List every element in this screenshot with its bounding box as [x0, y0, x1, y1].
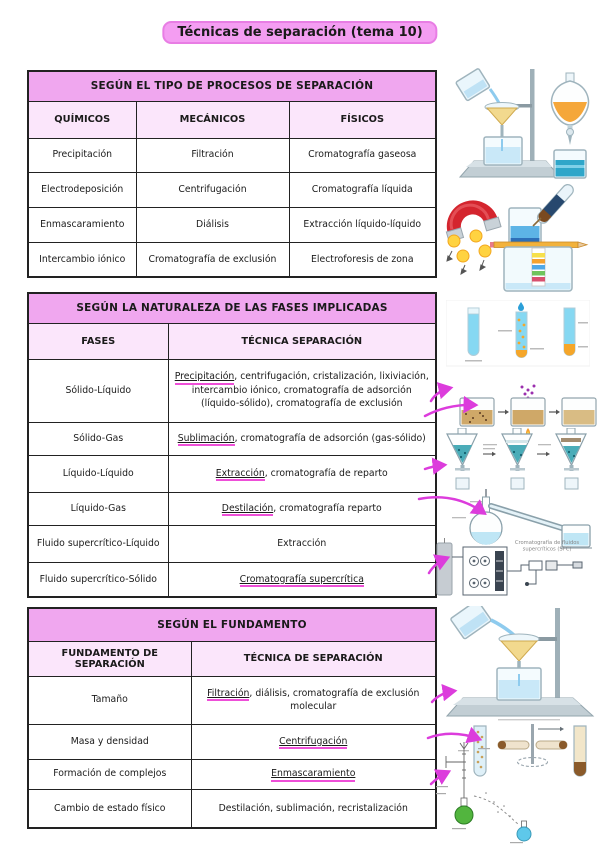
- highlighted-term: Cromatografía supercrítica: [239, 573, 364, 588]
- phase-cell: Fluido supercrítico-Sólido: [27, 561, 169, 598]
- table-row: Líquido-Líquido Extracción, cromatografí…: [27, 454, 437, 493]
- table-procesos: SEGÚN EL TIPO DE PROCESOS DE SEPARACIÓN …: [27, 70, 438, 278]
- column-header: FÍSICOS: [288, 100, 437, 139]
- table-row: Formación de complejos Enmascaramiento: [27, 758, 437, 790]
- sfc-caption-line1: Cromatografía de fluidos: [515, 539, 580, 546]
- technique-cell: Extracción: [167, 524, 437, 563]
- table-row: Tamaño Filtración, diálisis, cromatograf…: [27, 675, 437, 725]
- technique-text: , centrifugación, cristalización, lixivi…: [191, 371, 429, 410]
- column-header: TÉCNICA SEPARACIÓN: [167, 322, 437, 360]
- page-title: Técnicas de separación (tema 10): [162, 21, 438, 44]
- fundamento-cell: Masa y densidad: [27, 723, 192, 760]
- table-cell: Cromatografía de exclusión: [135, 241, 290, 278]
- fundamento-cell: Cambio de estado físico: [27, 788, 192, 829]
- filtration-setup-large-figure: [435, 606, 600, 721]
- table-cell: Electrodeposición: [27, 171, 137, 208]
- technique-cell: Filtración, diálisis, cromatografía de e…: [190, 675, 437, 725]
- table-cell: Electroforesis de zona: [288, 241, 437, 278]
- precipitation-test-tubes-figure: [446, 300, 590, 370]
- table-cell: Enmascaramiento: [27, 206, 137, 243]
- sfc-caption-line2: supercríticos (SFC): [523, 546, 572, 553]
- filtration-setup-figure: [446, 63, 564, 183]
- highlighted-term: Enmascaramiento: [271, 768, 356, 782]
- table-fundamento: SEGÚN EL FUNDAMENTO FUNDAMENTO DE SEPARA…: [27, 607, 437, 829]
- table-row: Intercambio iónico Cromatografía de excl…: [27, 241, 437, 278]
- extraction-funnels-figure: [441, 428, 591, 502]
- highlighted-term: Extracción: [215, 467, 265, 482]
- highlighted-term: Filtración: [207, 687, 250, 702]
- table-title: SEGÚN EL TIPO DE PROCESOS DE SEPARACIÓN: [27, 70, 437, 102]
- column-header: QUÍMICOS: [27, 100, 137, 139]
- table-cell: Filtración: [135, 137, 290, 173]
- column-header: FASES: [27, 322, 169, 360]
- technique-text: Destilación, sublimación, recristalizaci…: [218, 802, 408, 814]
- column-header: MECÁNICOS: [135, 100, 290, 139]
- table-row: Sólido-Líquido Precipitación, centrifuga…: [27, 358, 437, 423]
- sfc-schematic-figure: Cromatografía de fluidos supercríticos (…: [435, 537, 593, 601]
- phase-cell: Líquido-Líquido: [27, 454, 169, 493]
- table-cell: Diálisis: [135, 206, 290, 243]
- table-row: Masa y densidad Centrifugación: [27, 723, 437, 760]
- table-row: Precipitación Filtración Cromatografía g…: [27, 137, 437, 173]
- highlighted-term: Precipitación: [174, 371, 235, 385]
- phase-cell: Sólido-Gas: [27, 421, 169, 456]
- fundamento-cell: Tamaño: [27, 675, 192, 725]
- technique-text: , cromatografía reparto: [273, 502, 382, 514]
- fundamento-cell: Formación de complejos: [27, 758, 192, 790]
- table-row: Enmascaramiento Diálisis Extracción líqu…: [27, 206, 437, 243]
- table-row: Fluido supercrítico-Líquido Extracción: [27, 524, 437, 563]
- magnet-figure: [434, 183, 504, 275]
- table-title: SEGÚN EL FUNDAMENTO: [27, 607, 437, 642]
- table-fases: SEGÚN LA NATURALEZA DE LAS FASES IMPLICA…: [27, 292, 438, 598]
- technique-cell: Cromatografía supercrítica: [167, 561, 437, 598]
- technique-cell: Sublimación, cromatografía de adsorción …: [167, 421, 437, 456]
- paper-chromatography-figure: [490, 236, 592, 296]
- table-row: Cambio de estado físico Destilación, sub…: [27, 788, 437, 829]
- highlighted-term: Sublimación: [177, 432, 235, 447]
- highlighted-term: Destilación: [221, 502, 274, 517]
- table-cell: Intercambio iónico: [27, 241, 137, 278]
- table-row: Sólido-Gas Sublimación, cromatografía de…: [27, 421, 437, 456]
- technique-text: , cromatografía de reparto: [264, 467, 388, 479]
- phase-cell: Fluido supercrítico-Líquido: [27, 524, 169, 563]
- table-cell: Cromatografía líquida: [288, 171, 437, 208]
- technique-cell: Destilación, sublimación, recristalizaci…: [190, 788, 437, 829]
- table-cell: Extracción líquido-líquido: [288, 206, 437, 243]
- table-cell: Precipitación: [27, 137, 137, 173]
- table-cell: Centrifugación: [135, 171, 290, 208]
- technique-cell: Destilación, cromatografía reparto: [167, 491, 437, 526]
- separatory-funnel-figure: [541, 70, 599, 188]
- complexation-diagram-figure: [434, 740, 554, 845]
- table-row: Electrodeposición Centrifugación Cromato…: [27, 171, 437, 208]
- table-row: Fluido supercrítico-Sólido Cromatografía…: [27, 561, 437, 598]
- distillation-apparatus-figure: [450, 487, 600, 551]
- technique-cell: Extracción, cromatografía de reparto: [167, 454, 437, 493]
- highlighted-term: Centrifugación: [279, 735, 348, 750]
- table-title: SEGÚN LA NATURALEZA DE LAS FASES IMPLICA…: [27, 292, 437, 324]
- technique-text: Extracción: [277, 537, 327, 549]
- technique-cell: Precipitación, centrifugación, cristaliz…: [167, 358, 437, 423]
- column-header: TÉCNICA DE SEPARACIÓN: [190, 640, 437, 677]
- technique-cell: Centrifugación: [190, 723, 437, 760]
- table-row: Líquido-Gas Destilación, cromatografía r…: [27, 491, 437, 526]
- technique-text: , diálisis, cromatografía de exclusión m…: [249, 687, 420, 712]
- phase-cell: Líquido-Gas: [27, 491, 169, 526]
- phase-cell: Sólido-Líquido: [27, 358, 169, 423]
- technique-cell: Enmascaramiento: [190, 758, 437, 790]
- column-header: FUNDAMENTO DE SEPARACIÓN: [27, 640, 192, 677]
- table-cell: Cromatografía gaseosa: [288, 137, 437, 173]
- decantation-tube-figure: [503, 182, 577, 250]
- technique-text: , cromatografía de adsorción (gas-sólido…: [234, 432, 426, 444]
